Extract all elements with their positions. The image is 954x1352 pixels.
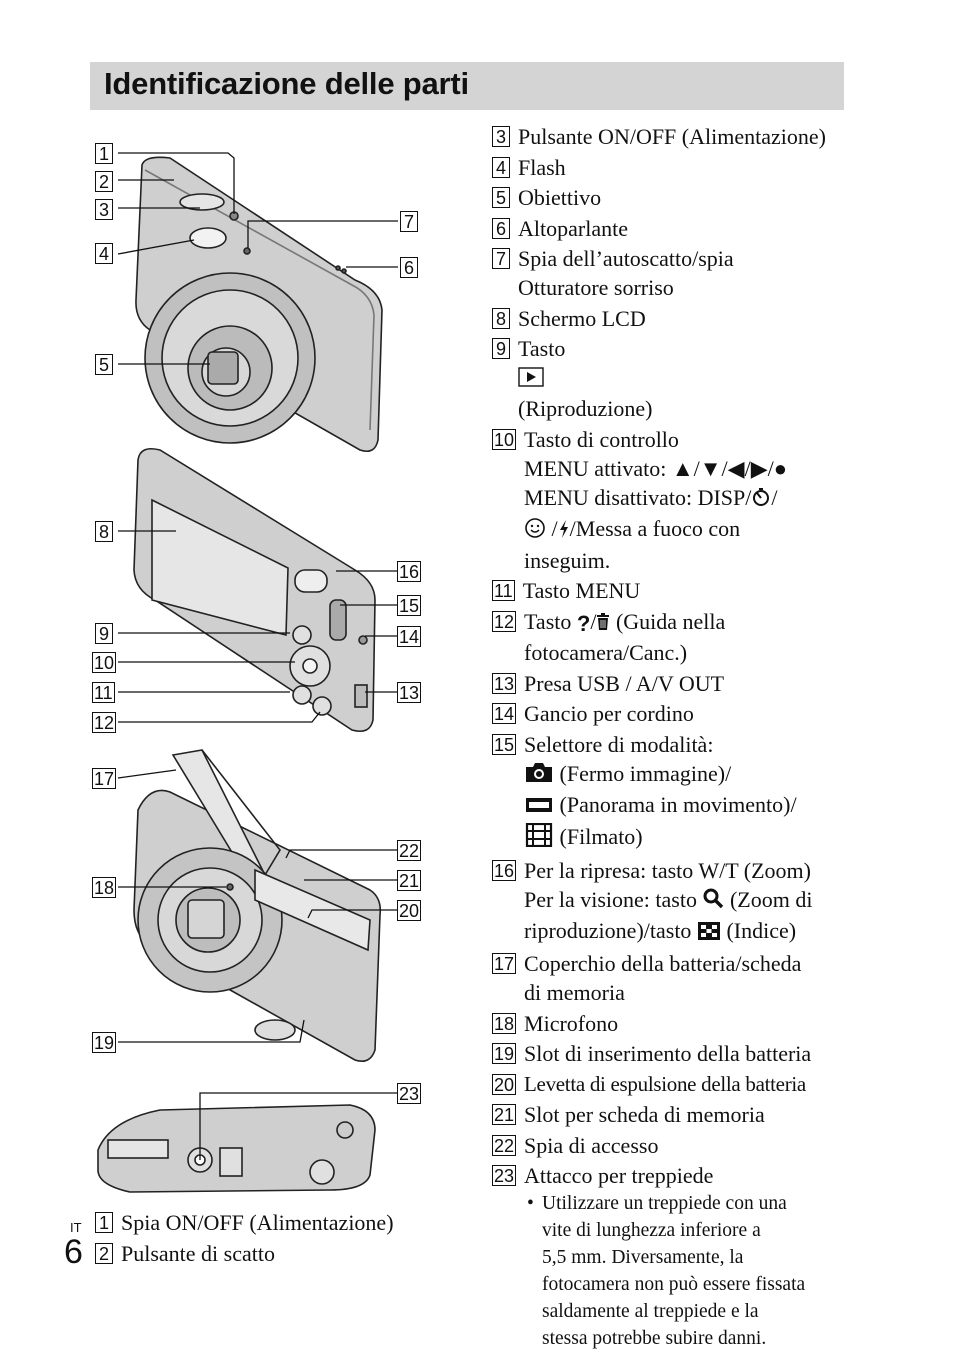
camera-battery-illustration bbox=[133, 749, 382, 1063]
self-timer-icon bbox=[751, 485, 771, 514]
callout-3: 3 bbox=[95, 199, 113, 220]
list-item: 9 Tasto (Riproduzione) bbox=[492, 334, 852, 423]
smile-icon bbox=[524, 517, 546, 546]
camera-back-illustration bbox=[133, 447, 376, 733]
callout-17: 17 bbox=[92, 768, 117, 789]
callout-19: 19 bbox=[92, 1032, 117, 1053]
question-icon: ? bbox=[576, 611, 591, 637]
callout-1: 1 bbox=[95, 143, 113, 164]
flash-icon bbox=[558, 517, 570, 546]
callout-14: 14 bbox=[397, 626, 422, 647]
trash-icon bbox=[596, 609, 610, 638]
callout-21: 21 bbox=[397, 870, 422, 891]
callout-6: 6 bbox=[400, 257, 418, 278]
camera-front-illustration bbox=[135, 156, 383, 453]
list-item: 15 Selettore di modalità: (Fermo immagin… bbox=[492, 730, 852, 854]
list-item: 10 Tasto di controllo MENU attivato: ▲/▼… bbox=[492, 426, 788, 573]
playback-icon bbox=[518, 365, 544, 394]
callout-13: 13 bbox=[397, 682, 422, 703]
callout-4: 4 bbox=[95, 243, 113, 264]
callout-10: 10 bbox=[92, 652, 117, 673]
callout-20: 20 bbox=[397, 900, 422, 921]
list-item: 16 Per la ripresa: tasto W/T (Zoom) Per … bbox=[492, 856, 852, 948]
title-bar: Identificazione delle parti bbox=[90, 62, 844, 110]
panorama-icon bbox=[524, 793, 554, 822]
language-label: IT bbox=[70, 1220, 82, 1235]
callout-23: 23 bbox=[397, 1083, 422, 1104]
callout-18: 18 bbox=[92, 877, 117, 898]
callout-7: 7 bbox=[400, 211, 418, 232]
camera-illustrations bbox=[97, 152, 398, 1193]
page-number: 6 bbox=[64, 1233, 83, 1271]
movie-icon bbox=[524, 823, 554, 854]
camera-bottom-illustration bbox=[97, 1104, 376, 1193]
index-icon bbox=[697, 919, 721, 948]
callout-22: 22 bbox=[397, 840, 422, 861]
callout-9: 9 bbox=[95, 623, 113, 644]
callout-5: 5 bbox=[95, 354, 113, 375]
callout-12: 12 bbox=[92, 712, 117, 733]
tripod-note: • Utilizzare un treppiede con una vite d… bbox=[527, 1192, 806, 1349]
callout-16: 16 bbox=[397, 561, 422, 582]
camera-icon bbox=[524, 761, 554, 790]
callout-8: 8 bbox=[95, 521, 113, 542]
page-title: Identificazione delle parti bbox=[104, 66, 469, 101]
callout-2: 2 bbox=[95, 171, 113, 192]
callout-11: 11 bbox=[92, 682, 115, 703]
callout-15: 15 bbox=[397, 595, 422, 616]
magnifier-icon bbox=[702, 887, 724, 916]
